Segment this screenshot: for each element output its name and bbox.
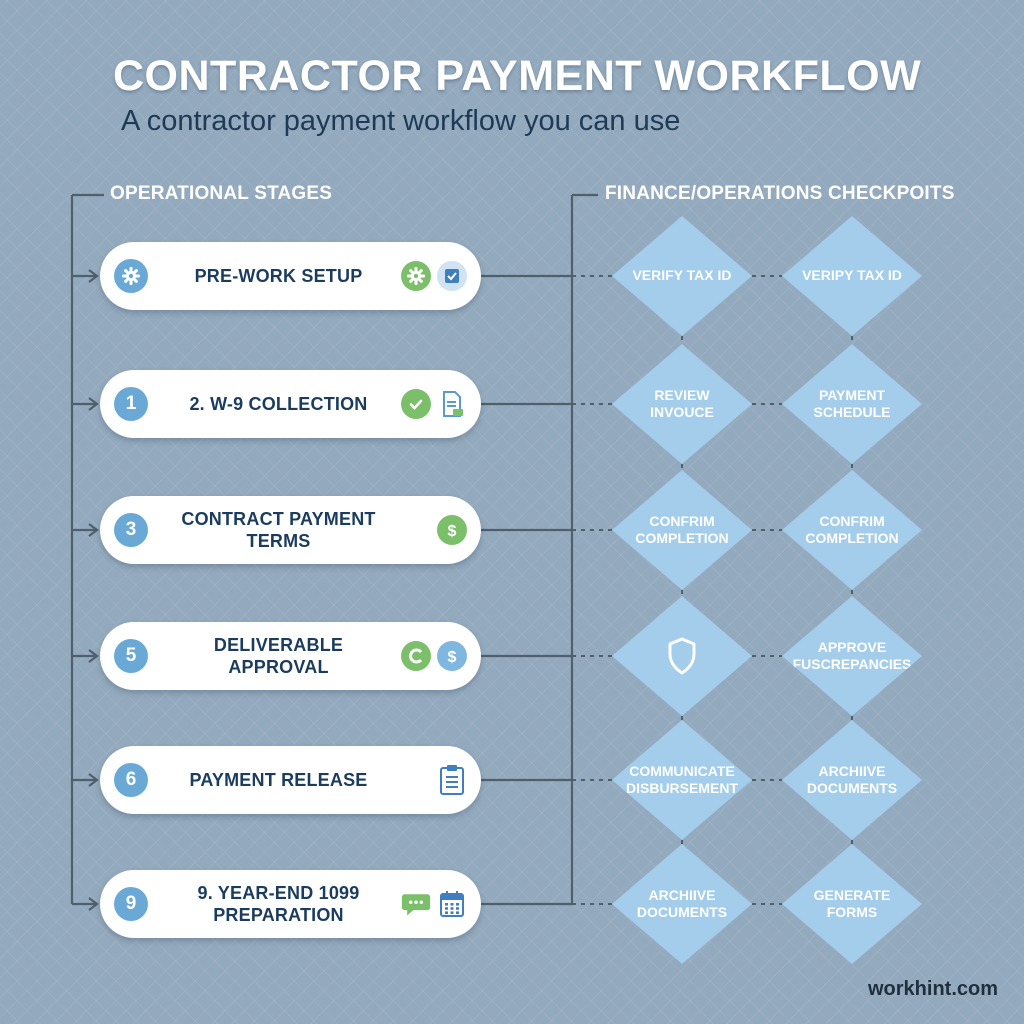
document-icon <box>437 389 467 419</box>
stage-icon-group: $ <box>401 641 467 671</box>
checkpoint-label: REVIEW INVOUCE <box>650 386 714 421</box>
clipboard-icon <box>437 765 467 795</box>
stage-card[interactable]: 3 CONTRACT PAYMENT TERMS $ <box>100 496 481 564</box>
stage-number-badge: 6 <box>114 763 148 797</box>
stage-label: PAYMENT RELEASE <box>189 769 368 790</box>
stage-number-badge: 3 <box>114 513 148 547</box>
dollar-icon: $ <box>437 515 467 545</box>
stage-label: PRE-WORK SETUP <box>194 265 363 286</box>
stage-card[interactable]: 5 DELIVERABLE APPROVAL $ <box>100 622 481 690</box>
stage-label: 9. YEAR-END 1099 PREPARATION <box>197 882 360 926</box>
stage-arrow <box>88 897 99 911</box>
stage-icon-group <box>401 389 467 419</box>
approval-icon <box>401 641 431 671</box>
stage-arrow <box>88 649 99 663</box>
stage-arrow <box>88 397 99 411</box>
stage-icon-group <box>401 889 467 919</box>
shield-icon <box>630 596 734 716</box>
checkpoint-label: PAYMENT SCHEDULE <box>813 386 891 421</box>
stage-icon-group <box>401 261 467 291</box>
check-circle-icon <box>401 389 431 419</box>
checkpoint-label: VERIPY TAX ID <box>802 267 902 284</box>
stage-card[interactable]: 6 PAYMENT RELEASE <box>100 746 481 814</box>
svg-text:$: $ <box>448 523 457 539</box>
stage-label: CONTRACT PAYMENT TERMS <box>181 508 376 552</box>
stage-label: DELIVERABLE APPROVAL <box>213 634 344 678</box>
checkpoint-label: CONFRIM COMPLETION <box>805 512 899 547</box>
stage-card[interactable]: PRE-WORK SETUP <box>100 242 481 310</box>
gear-icon <box>401 261 431 291</box>
checkpoints-heading: FINANCE/OPERATIONS CHECKPOITS <box>605 183 955 204</box>
checkpoint-label: APPROVE FUSCREPANCIES <box>792 638 912 673</box>
checkpoint-label: VERIFY TAX ID <box>632 267 732 284</box>
checkpoint-label: COMMUNICATE DISBURSEMENT <box>626 762 739 797</box>
svg-text:$: $ <box>448 649 457 665</box>
chat-icon <box>401 889 431 919</box>
checkpoint-label: ARCHIIVE DOCUMENTS <box>806 762 898 797</box>
stage-number-badge: 5 <box>114 639 148 673</box>
checkbox-icon <box>437 261 467 291</box>
stage-arrow <box>88 269 99 283</box>
stage-number-badge <box>114 259 148 293</box>
stage-label: 2. W-9 COLLECTION <box>189 393 368 414</box>
page-subtitle: A contractor payment workflow you can us… <box>121 105 681 137</box>
checkpoint-label: GENERATE FORMS <box>813 886 891 921</box>
stage-arrow <box>88 773 99 787</box>
stage-number-badge: 1 <box>114 387 148 421</box>
calendar-icon <box>437 889 467 919</box>
stage-card[interactable]: 1 2. W-9 COLLECTION <box>100 370 481 438</box>
stage-icon-group: $ <box>437 515 467 545</box>
checkpoint-label: CONFRIM COMPLETION <box>635 512 729 547</box>
page-title: CONTRACTOR PAYMENT WORKFLOW <box>113 52 922 100</box>
checkpoint-label: ARCHIIVE DOCUMENTS <box>636 886 728 921</box>
gear-icon <box>122 267 140 285</box>
stage-card[interactable]: 9 9. YEAR-END 1099 PREPARATION <box>100 870 481 938</box>
dollar-icon: $ <box>437 641 467 671</box>
stage-arrow <box>88 523 99 537</box>
brand-footer: workhint.com <box>867 978 998 1000</box>
stage-icon-group <box>437 765 467 795</box>
stage-number-badge: 9 <box>114 887 148 921</box>
operational-stages-heading: OPERATIONAL STAGES <box>110 183 333 204</box>
